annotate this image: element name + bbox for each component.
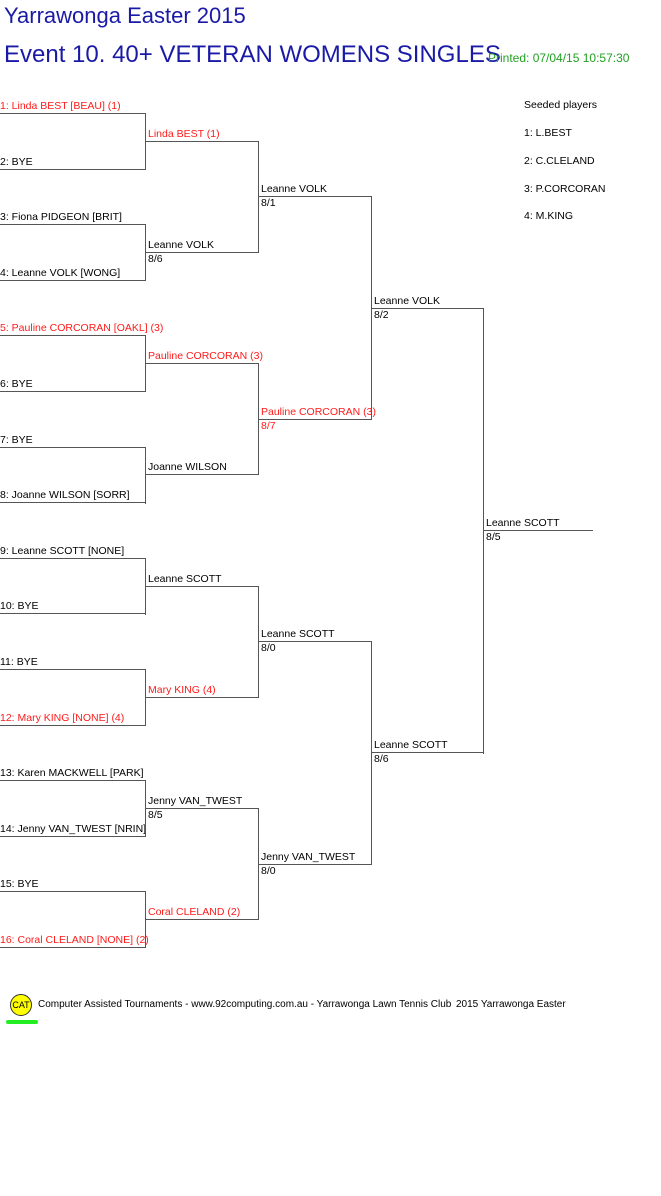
logo-underline: [6, 1020, 38, 1024]
player-name: 1: Linda BEST [BEAU] (1): [0, 100, 121, 112]
player-name: Pauline CORCORAN (3): [261, 406, 376, 418]
player-name: 12: Mary KING [NONE] (4): [0, 712, 125, 724]
bracket-line: [0, 447, 146, 448]
bracket-line: [145, 252, 259, 253]
player-name: 3: Fiona PIDGEON [BRIT]: [0, 211, 122, 223]
bracket-connector: [371, 196, 372, 419]
bracket-connector: [483, 308, 484, 754]
footer-credit: Computer Assisted Tournaments - www.92co…: [38, 999, 452, 1010]
seeded-player: 2: C.CLELAND: [524, 155, 595, 167]
bracket-line: [0, 725, 146, 726]
bracket-line: [0, 613, 146, 614]
seeded-player: 1: L.BEST: [524, 127, 572, 139]
player-name: Leanne SCOTT: [374, 739, 448, 751]
player-name: Leanne SCOTT: [148, 573, 222, 585]
match-score: 8/7: [261, 420, 276, 432]
player-name: Coral CLELAND (2): [148, 906, 241, 918]
player-name: 8: Joanne WILSON [SORR]: [0, 489, 130, 501]
tournament-title: Yarrawonga Easter 2015: [4, 3, 246, 28]
bracket-line: [0, 224, 146, 225]
match-score: 8/1: [261, 197, 276, 209]
bracket-line: [258, 419, 372, 420]
player-name: 5: Pauline CORCORAN [OAKL] (3): [0, 322, 164, 334]
match-score: 8/0: [261, 865, 276, 877]
event-title: Event 10. 40+ VETERAN WOMENS SINGLES: [4, 41, 501, 68]
footer-event: 2015 Yarrawonga Easter: [456, 999, 566, 1010]
bracket-line: [145, 919, 259, 920]
cat-logo: CAT: [10, 994, 32, 1016]
match-score: 8/2: [374, 309, 389, 321]
match-score: 8/5: [486, 531, 501, 543]
player-name: 2: BYE: [0, 156, 33, 168]
bracket-line: [0, 169, 146, 170]
player-name: 9: Leanne SCOTT [NONE]: [0, 545, 125, 557]
bracket-line: [0, 391, 146, 392]
player-name: Mary KING (4): [148, 684, 216, 696]
bracket-line: [371, 752, 484, 753]
bracket-line: [258, 864, 372, 865]
player-name: 10: BYE: [0, 600, 39, 612]
bracket-line: [483, 530, 593, 531]
bracket-line: [145, 697, 259, 698]
player-name: Leanne VOLK: [261, 183, 327, 195]
match-score: 8/6: [374, 753, 389, 765]
seeded-player: 3: P.CORCORAN: [524, 183, 606, 195]
bracket-line: [0, 502, 146, 503]
match-score: 8/6: [148, 253, 163, 265]
bracket-line: [0, 780, 146, 781]
printed-timestamp: Printed: 07/04/15 10:57:30: [488, 51, 630, 65]
player-name: 6: BYE: [0, 378, 33, 390]
bracket-line: [145, 808, 259, 809]
match-score: 8/0: [261, 642, 276, 654]
bracket-line: [0, 947, 146, 948]
bracket-line: [0, 836, 146, 837]
player-name: 13: Karen MACKWELL [PARK]: [0, 767, 144, 779]
player-name: Joanne WILSON: [148, 461, 227, 473]
player-name: Jenny VAN_TWEST: [148, 795, 243, 807]
bracket-line: [0, 558, 146, 559]
bracket-connector: [258, 141, 259, 253]
bracket-line: [258, 641, 372, 642]
player-name: Leanne VOLK: [374, 295, 440, 307]
player-name: 7: BYE: [0, 434, 33, 446]
bracket-line: [258, 196, 372, 197]
bracket-line: [145, 141, 259, 142]
player-name: Pauline CORCORAN (3): [148, 350, 263, 362]
bracket-line: [145, 363, 259, 364]
player-name: 15: BYE: [0, 878, 39, 890]
seeded-player: 4: M.KING: [524, 210, 574, 222]
player-name: 16: Coral CLELAND [NONE] (2): [0, 934, 149, 946]
player-name: 14: Jenny VAN_TWEST [NRIN]: [0, 823, 147, 835]
bracket-line: [0, 280, 146, 281]
match-score: 8/5: [148, 809, 163, 821]
player-name: Linda BEST (1): [148, 128, 220, 140]
player-name: 4: Leanne VOLK [WONG]: [0, 267, 121, 279]
player-name: Jenny VAN_TWEST: [261, 851, 356, 863]
bracket-line: [0, 335, 146, 336]
player-name: 11: BYE: [0, 656, 38, 668]
player-name: Leanne SCOTT: [486, 517, 560, 529]
bracket-line: [0, 891, 146, 892]
bracket-line: [371, 308, 484, 309]
seeded-heading: Seeded players: [524, 99, 597, 111]
bracket-line: [145, 474, 259, 475]
player-name: Leanne VOLK: [148, 239, 214, 251]
bracket-connector: [145, 447, 146, 504]
bracket-line: [145, 586, 259, 587]
player-name: Leanne SCOTT: [261, 628, 335, 640]
bracket-line: [0, 113, 146, 114]
bracket-connector: [258, 586, 259, 698]
bracket-line: [0, 669, 146, 670]
